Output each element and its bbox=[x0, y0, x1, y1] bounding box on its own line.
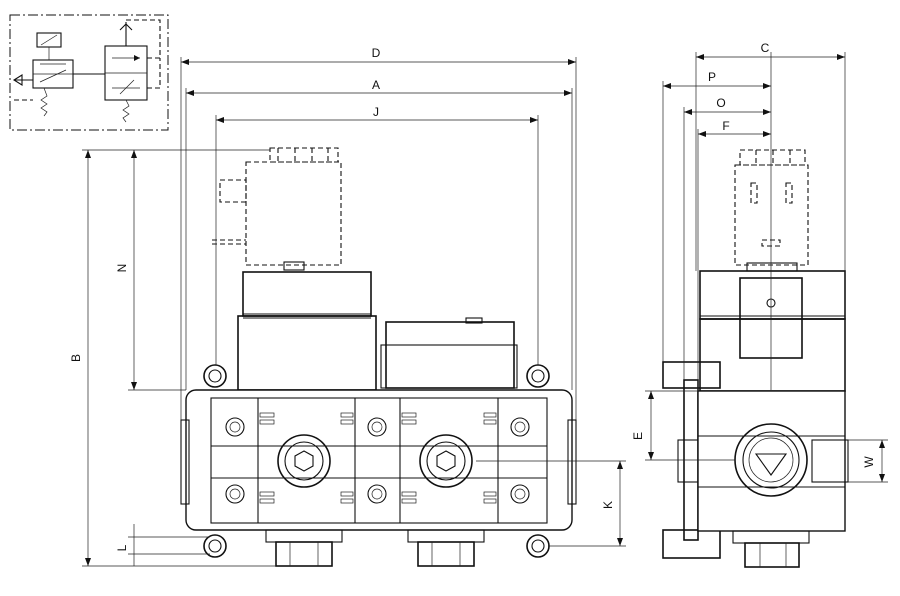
control-valve-symbol bbox=[104, 19, 161, 123]
dim-label-k: K bbox=[601, 501, 615, 509]
dim-label-p: P bbox=[708, 70, 716, 84]
dim-label-w: W bbox=[862, 456, 876, 468]
solenoid-coil bbox=[212, 147, 342, 271]
side-actuator bbox=[699, 270, 846, 392]
dim-label-b: B bbox=[69, 354, 83, 362]
side-solenoid-coil bbox=[734, 149, 809, 272]
side-bottom-fitting bbox=[732, 530, 810, 568]
dim-label-n: N bbox=[115, 264, 129, 273]
dim-label-j: J bbox=[373, 105, 379, 119]
dim-label-e: E bbox=[631, 432, 645, 440]
side-view: C P O F E W bbox=[631, 41, 888, 568]
symbol-boundary bbox=[9, 14, 169, 131]
dim-label-d: D bbox=[372, 46, 381, 60]
actuator-left bbox=[237, 271, 377, 391]
dim-label-f: F bbox=[722, 119, 729, 133]
valve-circuit-symbol bbox=[9, 14, 169, 131]
dim-label-a: A bbox=[372, 78, 380, 92]
side-body bbox=[697, 390, 849, 532]
actuator-right bbox=[380, 317, 518, 389]
spring-icon bbox=[122, 99, 130, 123]
port-right bbox=[419, 434, 473, 488]
directional-valve-symbol bbox=[12, 32, 74, 117]
mounting-ears bbox=[203, 364, 550, 558]
side-dimension-lines bbox=[645, 52, 888, 483]
dim-label-l: L bbox=[115, 544, 129, 551]
triangle-arrow-icon bbox=[12, 74, 23, 86]
bottom-fittings bbox=[265, 529, 485, 567]
port-left bbox=[277, 434, 331, 488]
side-dimension-arrows bbox=[648, 54, 885, 482]
dim-label-c: C bbox=[761, 41, 770, 55]
dim-label-o: O bbox=[716, 96, 725, 110]
front-dimension-lines bbox=[82, 57, 626, 567]
spring-icon bbox=[40, 87, 48, 117]
front-dimension-arrows bbox=[85, 59, 623, 566]
valve-body bbox=[180, 389, 577, 531]
front-view: D A J B N K L bbox=[69, 46, 626, 567]
